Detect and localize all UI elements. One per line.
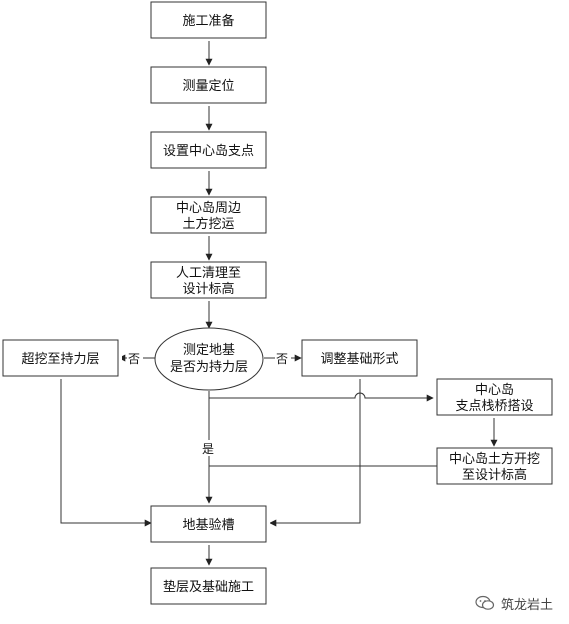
node-inspect: 地基验槽 (150, 505, 270, 545)
arrow-branch-trestle (209, 392, 434, 402)
node-manual: 人工清理至 设计标高 (150, 261, 270, 301)
node-decision: 测定地基 是否为持力层 (154, 327, 264, 391)
node-manual-line-2: 设计标高 (182, 281, 234, 297)
node-trestle: 中心岛 支点栈桥搭设 (436, 378, 556, 418)
arrow-overdig-inspect (60, 377, 152, 527)
node-island-dig-line-2: 至设计标高 (462, 467, 527, 483)
arrow-adjust-inspect (269, 377, 361, 527)
node-overdig-line-1: 超挖至持力层 (21, 352, 99, 367)
node-support: 设置中心岛支点 (150, 131, 270, 171)
node-decision-line-2: 是否为持力层 (170, 360, 248, 375)
watermark: 筑龙岩土 (475, 592, 553, 614)
label-bg-yes (201, 440, 217, 456)
edge-label-yes: 是 (202, 442, 214, 456)
node-earthwork-line-1: 中心岛周边 (176, 200, 241, 216)
edge-label-no-left: 否 (128, 352, 140, 366)
node-prep-line-1: 施工准备 (182, 13, 234, 29)
node-inspect-line-1: 地基验槽 (182, 517, 234, 533)
node-support-line-1: 设置中心岛支点 (163, 143, 254, 159)
node-prep: 施工准备 (150, 1, 270, 41)
label-bg-no-right (275, 350, 291, 366)
node-decision-line-1: 测定地基 (183, 343, 235, 358)
wechat-icon (475, 595, 495, 610)
node-adjust: 调整基础形式 (301, 339, 421, 379)
node-earthwork: 中心岛周边 土方挖运 (150, 196, 270, 236)
node-manual-line-1: 人工清理至 (176, 266, 241, 281)
node-cushion-line-1: 垫层及基础施工 (163, 579, 254, 595)
node-adjust-line-1: 调整基础形式 (320, 352, 398, 367)
node-overdig: 超挖至持力层 (2, 339, 122, 379)
node-earthwork-line-2: 土方挖运 (182, 216, 234, 232)
edge-label-no-right: 否 (276, 352, 288, 366)
label-bg-no-left (127, 350, 143, 366)
node-trestle-line-1: 中心岛 (475, 382, 514, 398)
node-cushion: 垫层及基础施工 (150, 567, 270, 607)
node-survey: 测量定位 (150, 66, 270, 106)
node-island-dig: 中心岛土方开挖 至设计标高 (436, 447, 556, 487)
watermark-text: 筑龙岩土 (500, 597, 553, 613)
node-island-dig-line-1: 中心岛土方开挖 (449, 451, 540, 467)
node-survey-line-1: 测量定位 (182, 79, 234, 94)
node-trestle-line-2: 支点栈桥搭设 (455, 398, 533, 414)
connectors (60, 40, 498, 566)
